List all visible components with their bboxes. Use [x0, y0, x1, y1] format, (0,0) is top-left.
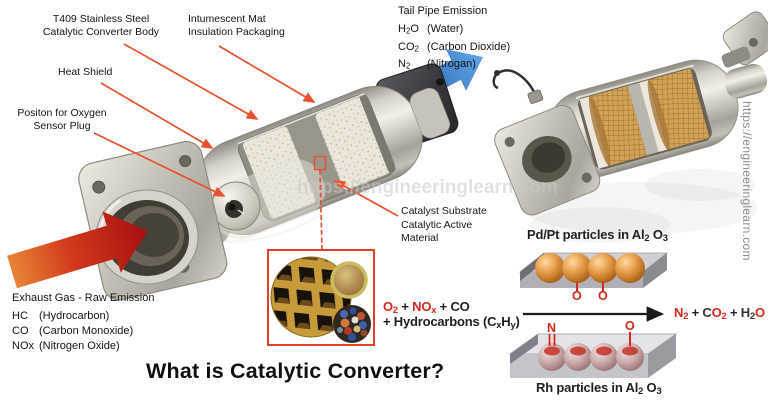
gas-name: (Nitrogan)	[427, 58, 476, 71]
oxygen-atom-label: O	[598, 289, 608, 303]
watermark-side: https://engineeringlearn.com	[740, 101, 754, 261]
gas-name: (Carbon Dioxide)	[427, 40, 511, 53]
gas-formula: NOx	[12, 340, 34, 352]
label-line: Intumescent Mat	[188, 13, 266, 25]
secondary-converter-illustration	[492, 11, 768, 243]
label-converter-body: T409 Stainless Steel Catalytic Converter…	[38, 13, 164, 39]
pd-pt-label: Pd/Pt particles in Al2 O3	[527, 227, 668, 244]
tailpipe-heading: Tail Pipe Emission	[398, 5, 488, 17]
gas-formula: H2O	[398, 23, 419, 36]
oxygen-atom-label: O	[572, 289, 582, 303]
label-heat-shield: Heat Shield	[58, 66, 113, 78]
exhaust-arrow	[7, 211, 148, 289]
gas-formula: CO	[12, 325, 29, 337]
particle-closeup	[333, 305, 371, 343]
gas-row: H2O (Water)	[398, 22, 510, 39]
leader-lines	[93, 43, 399, 250]
reactants-line2: + Hydrocarbons (CxHy)	[383, 314, 520, 331]
gas-row: CO2 (Carbon Dioxide)	[398, 40, 510, 57]
substrate-inset-box	[267, 249, 375, 346]
leader-insulation	[218, 45, 316, 103]
gas-name: (Water)	[427, 23, 464, 35]
substrate-marker-square	[313, 155, 327, 171]
leader-converter-body	[123, 43, 259, 120]
secondary-inlet-flange	[494, 104, 601, 216]
inlet-opening	[95, 189, 199, 285]
gas-formula: CO2	[398, 40, 419, 54]
gas-name: (Carbon Monoxide)	[39, 325, 134, 337]
label-catalyst-substrate: Catalyst Substrate Catalytic Active Mate…	[401, 205, 487, 246]
oxygen-atom-label: O	[625, 319, 635, 333]
leader-heat-shield	[100, 82, 214, 149]
gas-formula: HC	[12, 310, 28, 322]
exhaust-gas-list: Exhaust Gas - Raw Emission HC (Hydrocarb…	[12, 291, 154, 353]
rh-tray-diagram	[508, 332, 678, 378]
page-title: What is Catalytic Converter?	[146, 359, 445, 383]
oxygen-sensor-boss	[211, 181, 261, 231]
leader-oxygen-sensor	[93, 132, 226, 197]
watermark-center: https://engineeringlearn.com	[297, 177, 558, 198]
label-line: Material	[401, 232, 439, 244]
mat-roll-closeup	[330, 261, 368, 299]
label-oxygen-sensor: Positon for Oxygen Sensor Plug	[14, 107, 110, 133]
pd-pt-tray-diagram	[518, 252, 669, 292]
inset-connector	[319, 169, 323, 250]
substrate-band	[286, 114, 345, 202]
gas-row: N2 (Nitrogan)	[398, 57, 510, 74]
gas-row: NOx (Nitrogen Oxide)	[12, 339, 154, 353]
label-line: Catalytic Converter Body	[42, 26, 160, 38]
reactants-line1: O2 + NOx + CO	[383, 299, 470, 316]
label-line: Catalyst Substrate	[401, 205, 487, 217]
leader-catalyst-substrate	[333, 180, 399, 217]
exhaust-heading: Exhaust Gas - Raw Emission	[12, 292, 155, 304]
gas-name: (Hydrocarbon)	[39, 310, 110, 322]
products: N2 + CO2 + H2O	[674, 305, 765, 322]
gas-row: HC (Hydrocarbon)	[12, 309, 154, 323]
nitrogen-atom-label: N	[547, 321, 557, 335]
label-line: Catalytic Active	[401, 218, 473, 231]
rh-label: Rh particles in Al2 O3	[536, 380, 662, 397]
insulation-mat	[315, 97, 390, 190]
label-insulation: Intumescent Mat Insulation Packaging	[188, 13, 285, 39]
main-converter-illustration	[7, 49, 483, 301]
gas-formula: N2	[398, 58, 411, 72]
label-line: T409 Stainless Steel	[52, 13, 150, 25]
tailpipe-emission-list: Tail Pipe Emission H2O (Water) CO2 (Carb…	[398, 4, 510, 74]
gas-name: (Nitrogen Oxide)	[39, 340, 120, 352]
label-line: Positon for Oxygen	[17, 107, 107, 119]
oxygen-sensor-wire	[492, 69, 544, 104]
label-line: Sensor Plug	[33, 120, 91, 132]
gas-row: CO (Carbon Monoxide)	[12, 324, 154, 338]
label-line: Insulation Packaging	[188, 26, 285, 38]
